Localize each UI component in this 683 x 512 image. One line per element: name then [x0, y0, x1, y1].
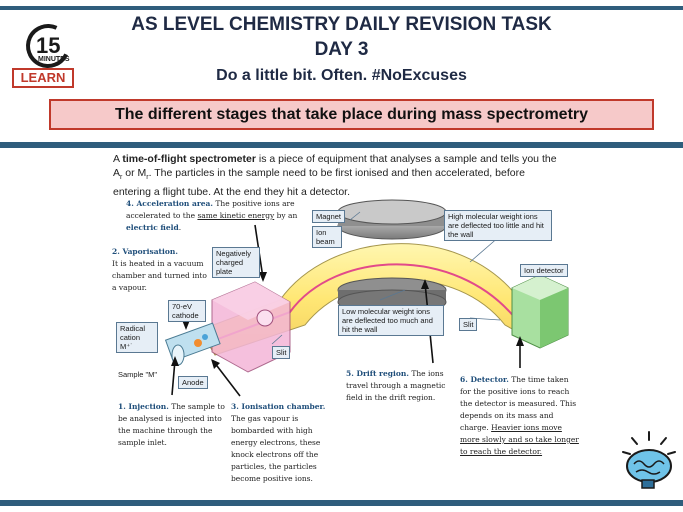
note-detector: 6. Detector. The time taken for the posi…: [460, 375, 579, 456]
label-high-mw: High molecular weight ions are deflected…: [444, 210, 552, 241]
learn-badge: LEARN: [12, 68, 74, 88]
note-vaporisation: 2. Vaporisation.It is heated in a vacuum…: [112, 247, 207, 292]
label-slit-left: Slit: [272, 346, 291, 359]
page-title: AS LEVEL CHEMISTRY DAILY REVISION TASK: [131, 14, 552, 35]
intro-term: time-of-flight spectrometer: [122, 153, 256, 165]
label-ion-detector: Ion detector: [520, 264, 568, 277]
note-injection: 1. Injection. The sample to be analysed …: [118, 402, 225, 447]
label-sample: Sample "M": [118, 370, 158, 379]
topic-banner: The different stages that take place dur…: [49, 99, 654, 130]
ion-path: [209, 263, 516, 343]
label-ion-beam: Ion beam: [312, 226, 342, 248]
label-cathode: 70-eV cathode: [168, 300, 206, 322]
note-drift: 5. Drift region. The ions travel through…: [346, 369, 446, 402]
label-magnet: Magnet: [312, 210, 346, 223]
brain-icon: [622, 431, 676, 489]
day-title: DAY 3: [314, 39, 369, 60]
note-acceleration: 4. Acceleration area. The positive ions …: [126, 199, 298, 232]
label-radical-cation: Radical cation M⁺˙: [116, 322, 158, 353]
intro-paragraph: A time-of-flight spectrometer is a piece…: [113, 153, 557, 199]
label-low-mw: Low molecular weight ions are deflected …: [338, 305, 444, 336]
label-anode: Anode: [178, 376, 208, 389]
logo-label: MINUTES: [38, 56, 70, 63]
label-slit-right: Slit: [459, 318, 478, 331]
top-rule: [0, 6, 683, 10]
middle-rule: [0, 142, 683, 148]
bottom-rule: [0, 500, 683, 506]
label-negative-plate: Negatively charged plate: [212, 247, 260, 278]
logo-number: 15: [36, 33, 61, 58]
slogan: Do a little bit. Often. #NoExcuses: [216, 67, 467, 84]
note-ionisation: 3. Ionisation chamber.The gas vapour is …: [231, 402, 326, 483]
